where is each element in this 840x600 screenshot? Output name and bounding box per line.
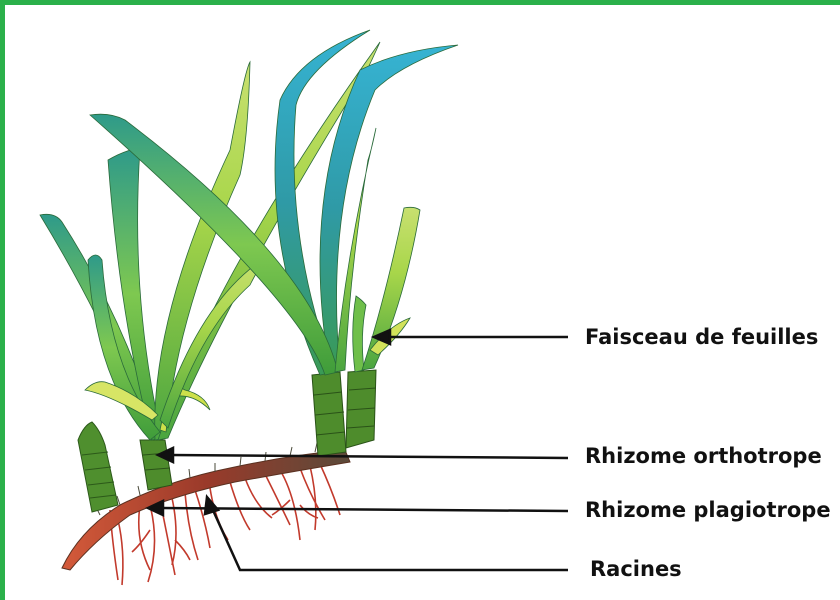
pointer-line-plagiotropic bbox=[160, 508, 568, 511]
pointer-line-roots bbox=[212, 508, 568, 570]
label-leaf-bundle: Faisceau de feuilles bbox=[585, 325, 818, 349]
small-shoot bbox=[78, 422, 118, 512]
label-orthotropic-rhizome: Rhizome orthotrope bbox=[585, 444, 822, 468]
pointer-line-orthotropic bbox=[170, 455, 568, 458]
sheath-left bbox=[140, 440, 172, 490]
label-plagiotropic-rhizome: Rhizome plagiotrope bbox=[585, 498, 831, 522]
label-roots: Racines bbox=[590, 557, 682, 581]
